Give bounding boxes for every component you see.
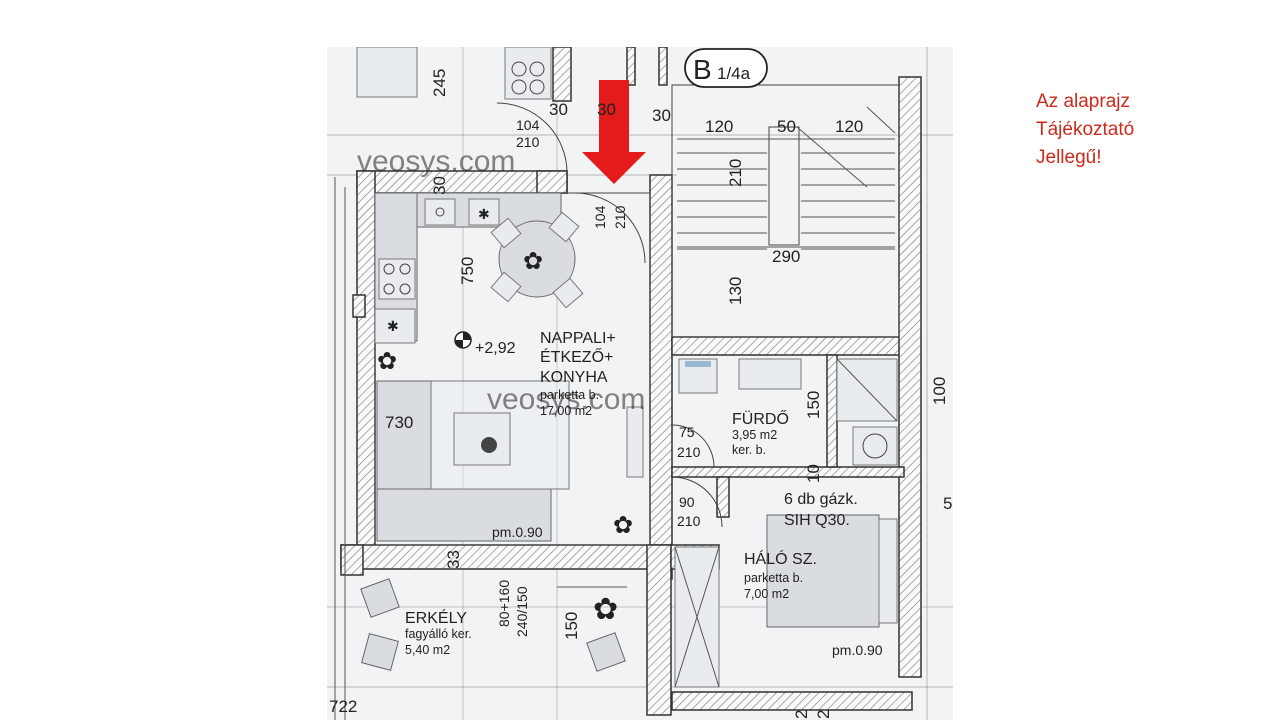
- dimension-label: 104: [592, 205, 608, 229]
- dimension-label: 30: [652, 106, 671, 125]
- svg-text:✿: ✿: [593, 593, 618, 626]
- gas-note: 6 db gázk. SIH Q30.: [784, 491, 858, 529]
- entrance-arrow: [582, 80, 646, 184]
- dimension-label: 210: [726, 159, 745, 187]
- room-floor: parketta b.: [744, 571, 803, 585]
- dimension-label: 30: [597, 100, 616, 119]
- dimension-label: 150: [804, 391, 823, 419]
- floor-plan: ✱ ✱ ✿ ✿ ✿: [327, 47, 953, 720]
- room-floor: parketta b.: [540, 388, 599, 402]
- dimension-label: 120: [705, 117, 733, 136]
- dimension-label: 120: [835, 117, 863, 136]
- room-balcony: ERKÉLY fagyálló ker. 5,40 m2: [405, 608, 472, 657]
- dimension-label: 30: [549, 100, 568, 119]
- doors: [496, 102, 646, 264]
- bedroom-furniture: [671, 476, 898, 688]
- dimension-label: 50: [777, 117, 796, 136]
- room-bedroom: HÁLÓ SZ. parketta b. 7,00 m2: [744, 549, 817, 601]
- room-area: 3,95 m2: [732, 428, 777, 442]
- unit-tag: B: [693, 54, 712, 85]
- dimension-label: 90: [679, 494, 695, 510]
- dimension-label: 150: [562, 612, 581, 640]
- note-line: Az alaprajz: [1036, 91, 1130, 112]
- dimension-label: 210: [677, 444, 701, 460]
- watermark: veosys.com: [487, 383, 645, 416]
- svg-text:✱: ✱: [478, 206, 490, 222]
- room-name: KONYHA: [540, 369, 608, 386]
- dimension-label: 210: [677, 513, 701, 529]
- room-name: NAPPALI+: [540, 330, 616, 347]
- dimension-labels: 245 30 30 30 104 210 104 210 30 120 50 1…: [329, 69, 952, 719]
- dimension-label: 80+160: [496, 580, 512, 627]
- room-name: ERKÉLY: [405, 608, 467, 627]
- dimension-label: 2: [814, 710, 833, 719]
- svg-text:✿: ✿: [613, 512, 633, 539]
- note-line: Jellegű!: [1036, 147, 1102, 168]
- note-line: Tájékoztató: [1036, 119, 1135, 140]
- dimension-label: 290: [772, 247, 800, 266]
- room-bathroom: FÜRDŐ 3,95 m2 ker. b.: [732, 409, 789, 457]
- dimension-label: 245: [430, 69, 449, 97]
- svg-text:6 db gázk.: 6 db gázk.: [784, 491, 858, 508]
- dimension-label: 5: [943, 494, 952, 513]
- bathroom-fixtures: [671, 358, 898, 468]
- dimension-label: 210: [516, 134, 540, 150]
- svg-text:✱: ✱: [387, 318, 399, 334]
- staircase: [671, 84, 900, 338]
- balcony-furniture: ✿: [360, 578, 627, 672]
- dimension-label: 100: [930, 377, 949, 405]
- room-name: HÁLÓ SZ.: [744, 549, 817, 568]
- room-name: FÜRDŐ: [732, 409, 789, 428]
- room-floor: ker. b.: [732, 443, 766, 457]
- unit-badge: B 1/4a: [684, 48, 768, 88]
- floor-plan-drawing: ✱ ✱ ✿ ✿ ✿: [327, 47, 953, 720]
- room-area: 5,40 m2: [405, 643, 450, 657]
- dimension-label: 2: [792, 710, 811, 719]
- room-living: +2,92 NAPPALI+ ÉTKEZŐ+ KONYHA parketta b…: [475, 330, 616, 418]
- living-furniture: ✿ ✿: [376, 348, 644, 542]
- room-name: ÉTKEZŐ+: [540, 347, 613, 366]
- dimension-label: 30: [430, 176, 449, 195]
- room-area: 7,00 m2: [744, 587, 789, 601]
- svg-text:✿: ✿: [523, 248, 543, 275]
- dimension-label: 33: [444, 550, 463, 569]
- dimension-label: 722: [329, 697, 357, 716]
- dimension-label: 130: [726, 277, 745, 305]
- level-marker: [454, 331, 472, 349]
- pm-label: pm.0.90: [492, 524, 543, 540]
- unit-id: 1/4a: [717, 64, 751, 83]
- dimension-label: 750: [458, 257, 477, 285]
- dining-table: ✿: [490, 211, 584, 309]
- neighbour-fixtures: [356, 47, 668, 102]
- dimension-label: 210: [612, 205, 628, 229]
- level-label: +2,92: [475, 340, 516, 357]
- svg-text:SIH Q30.: SIH Q30.: [784, 512, 850, 529]
- kitchen-counter: ✱ ✱: [374, 192, 562, 344]
- room-floor: fagyálló ker.: [405, 627, 472, 641]
- svg-text:✿: ✿: [377, 348, 397, 375]
- dimension-label: 10: [804, 464, 823, 483]
- dimension-label: 104: [516, 117, 540, 133]
- watermark: veosys.com: [357, 145, 515, 178]
- disclaimer-note: Az alaprajz Tájékoztató Jellegű!: [1036, 88, 1134, 172]
- dimension-label: 75: [679, 424, 695, 440]
- room-area: 17,00 m2: [540, 404, 592, 418]
- dimension-label: 240/150: [514, 586, 530, 637]
- pm-label: pm.0.90: [832, 642, 883, 658]
- drawing-gridlines: [327, 47, 953, 720]
- dimension-label: 730: [385, 413, 413, 432]
